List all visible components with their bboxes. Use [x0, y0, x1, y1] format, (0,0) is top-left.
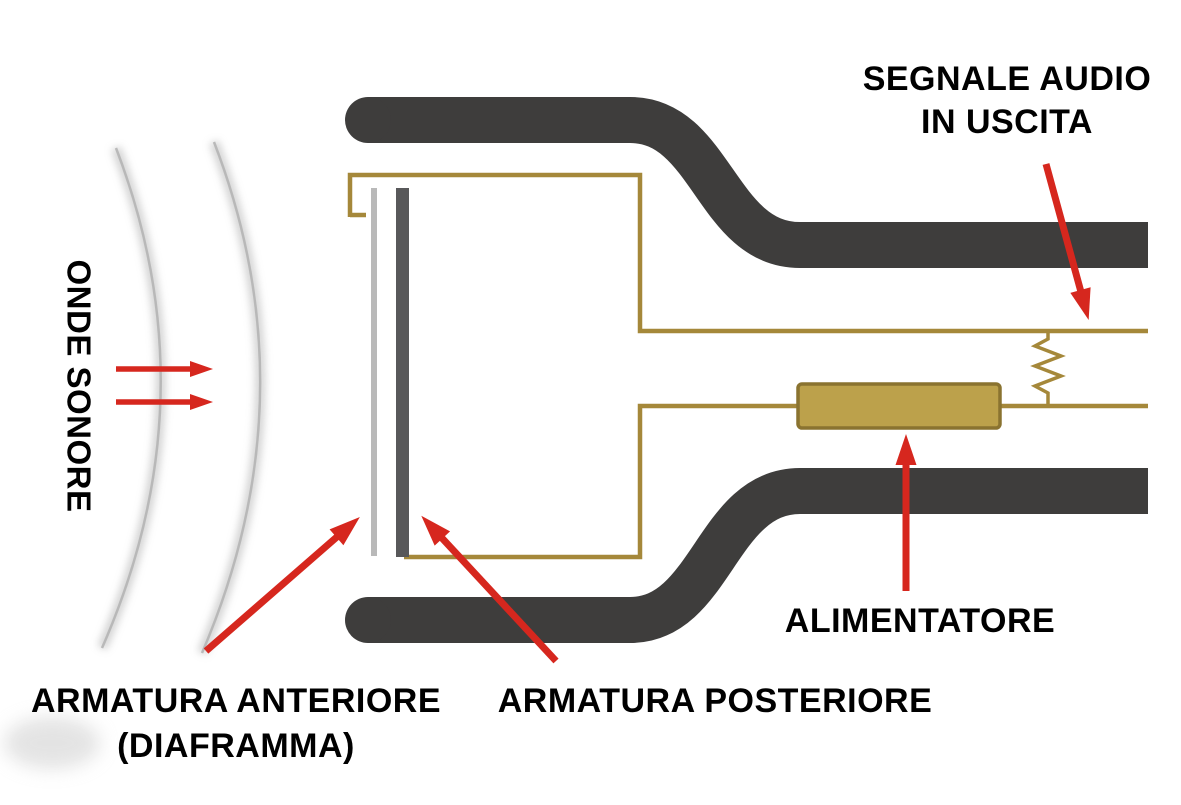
decorative-smudge	[4, 717, 100, 769]
label-audio-output-line1: SEGNALE AUDIO	[863, 60, 1152, 98]
mic-body-upper-shell	[368, 97, 1148, 268]
capsule-wire-bottom	[404, 403, 798, 560]
labels: ONDE SONORE SEGNALE AUDIO IN USCITA ALIM…	[31, 60, 1151, 765]
label-audio-output-line2: IN USCITA	[921, 103, 1093, 141]
label-back-plate: ARMATURA POSTERIORE	[498, 682, 933, 720]
back-plate	[396, 188, 409, 557]
mic-body-lower-cap	[345, 597, 391, 643]
resistor-symbol	[1030, 331, 1066, 406]
sound-waves	[97, 140, 266, 655]
label-sound-waves: ONDE SONORE	[61, 259, 98, 512]
mic-body-lower-shell	[368, 468, 1148, 643]
mic-body-upper-cap	[345, 97, 391, 143]
label-power-supply: ALIMENTATORE	[785, 602, 1055, 640]
sound-wave-arc	[100, 147, 162, 649]
pointer-arrow-front-plate	[203, 516, 360, 654]
mic-body-end-caps	[345, 97, 391, 643]
pointer-arrow-back-plate	[421, 515, 559, 664]
power-supply-block	[796, 382, 1002, 430]
mic-body	[368, 97, 1148, 643]
label-front-plate-line1: ARMATURA ANTERIORE	[31, 682, 441, 720]
label-front-plate-line2: (DIAFRAMMA)	[117, 727, 355, 765]
circuit-wires	[347, 172, 1148, 560]
pointer-arrows	[116, 163, 1091, 664]
capsule-wire-top	[347, 172, 1148, 334]
pointer-arrow-audio-output	[1042, 163, 1091, 320]
sound-wave-arc	[200, 141, 262, 654]
diaphragm-plate	[371, 188, 377, 556]
